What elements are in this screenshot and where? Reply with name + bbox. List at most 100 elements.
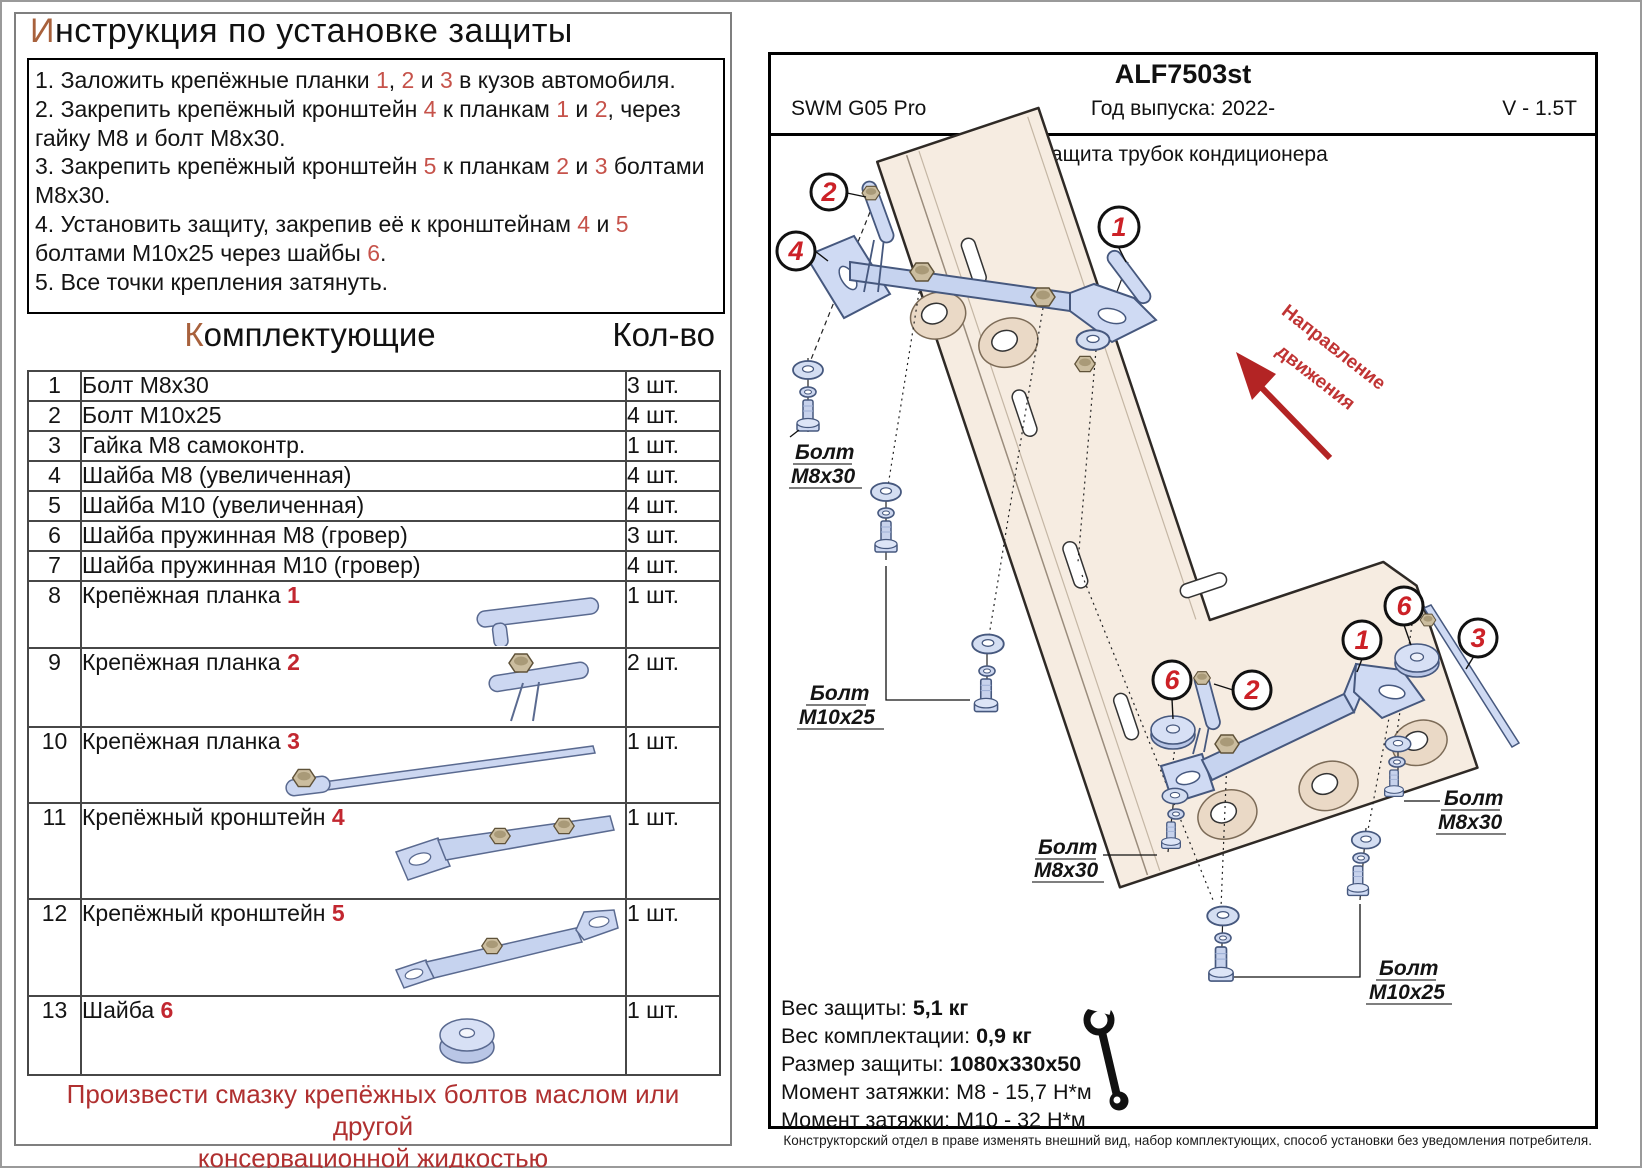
svg-text:2: 2	[820, 177, 836, 207]
svg-text:М10х25: М10х25	[799, 706, 875, 729]
callout-3: 3	[1457, 617, 1499, 659]
table-row: 8 Крепёжная планка 1 1 шт.	[27, 580, 721, 649]
part-num: 10	[27, 726, 82, 804]
part-num: 3	[27, 430, 82, 462]
car-model: SWM G05 Pro	[791, 97, 927, 120]
plank-1-top	[1106, 249, 1152, 305]
part-qty: 4 шт.	[625, 490, 721, 522]
part-name: Крепёжная планка 3	[80, 726, 627, 804]
svg-text:М8х30: М8х30	[1034, 859, 1099, 882]
table-row: 10 Крепёжная планка 3 1 шт.	[27, 726, 721, 804]
bolt-stack-m10-d	[1346, 830, 1382, 897]
footnote: Конструкторский отдел в праве изменять в…	[783, 1133, 1592, 1148]
part-num: 7	[27, 550, 82, 582]
spec-weight: Вес защиты:5,1 кг	[781, 996, 969, 1020]
part-num: 12	[27, 898, 82, 997]
part-name: Шайба пружинная М8 (гровер)	[80, 520, 627, 552]
spec-torque-m10: Момент затяжки:М10 - 32 Н*м	[781, 1108, 1086, 1132]
bolt-stack-m10-a	[870, 482, 902, 553]
part-num: 6	[27, 520, 82, 552]
washer-6-illustration	[439, 1018, 495, 1064]
table-row: 11 Крепёжный кронштейн 4 1 шт.	[27, 802, 721, 900]
part-name: Шайба М10 (увеличенная)	[80, 490, 627, 522]
part-num: 5	[27, 490, 82, 522]
bolt-stack-m10-c	[1206, 905, 1240, 982]
countersunk-hole	[1298, 760, 1359, 812]
bracket-5	[1159, 662, 1426, 805]
part-qty: 1 шт.	[625, 580, 721, 649]
plank-3-illustration	[285, 745, 596, 797]
instruction-line: гайку М8 и болт М8х30.	[35, 124, 286, 151]
instruction-line: 5. Все точки крепления затянуть.	[35, 268, 389, 295]
page-title: Инструкция по установке защиты	[30, 12, 573, 51]
part-name: Крепёжный кронштейн 4	[80, 802, 627, 900]
engine-variant: V - 1.5T	[1502, 97, 1577, 120]
plank-1-illustration	[476, 597, 600, 646]
instruction-line: 2. Закрепить крепёжный кронштейн 4 к пла…	[35, 95, 681, 122]
part-num: 4	[27, 460, 82, 492]
label-leaders	[789, 429, 1440, 978]
specs-block: Вес защиты:5,1 кг Вес комплектации:0,9 к…	[781, 994, 1092, 1134]
part-qty: 1 шт.	[625, 726, 721, 804]
part-name: Крепёжная планка 1	[80, 580, 627, 649]
instruction-line: 1. Заложить крепёжные планки 1, 2 и 3 в …	[35, 67, 676, 93]
part-qty: 4 шт.	[625, 550, 721, 582]
instruction-line: 3. Закрепить крепёжный кронштейн 5 к пла…	[35, 153, 705, 180]
bracket-4-illustration	[394, 815, 615, 881]
part-qty: 1 шт.	[625, 995, 721, 1076]
bolt-label-m8x30-right: Болт М8х30	[1436, 787, 1506, 835]
part-name: Крепёжный кронштейн 5	[80, 898, 627, 997]
exploded-view-drawing: Болт М8х30 Болт М10х25 Болт М8х30 Болт М…	[775, 106, 1521, 1111]
part-qty: 1 шт.	[625, 898, 721, 997]
washer-6-right	[1394, 643, 1440, 678]
parts-header: Комплектующие	[80, 316, 540, 354]
lubrication-note-line1: Произвести смазку крепёжных болтов масло…	[66, 1079, 680, 1141]
left-section-frame	[14, 12, 732, 1146]
bolt-label-m10x25-left: Болт М10х25	[797, 682, 884, 730]
wrench-icon	[1083, 993, 1129, 1111]
svg-text:Болт: Болт	[1444, 787, 1503, 810]
table-row: 13 Шайба 6 1 шт.	[27, 995, 721, 1076]
bolt-stack-m8-left	[792, 360, 824, 432]
title-rest: нструкция по установке защиты	[54, 12, 573, 50]
direction-arrow: Направление движения	[1236, 301, 1389, 461]
svg-text:1: 1	[1111, 212, 1126, 242]
parts-header-first-letter: К	[184, 316, 204, 353]
instruction-box: 1. Заложить крепёжные планки 1, 2 и 3 в …	[27, 58, 725, 314]
plank-2-illustration	[488, 653, 589, 722]
callout-6-right: 6	[1383, 585, 1425, 627]
callout-2-top: 2	[809, 172, 849, 212]
diagram-panel: ALF7503st SWM G05 Pro Год выпуска: 2022-…	[768, 52, 1598, 1132]
table-row: 9 Крепёжная планка 2 2 шт.	[27, 647, 721, 728]
svg-text:6: 6	[1164, 665, 1180, 695]
svg-text:М10х25: М10х25	[1369, 981, 1445, 1004]
countersunk-hole	[978, 317, 1039, 369]
part-qty: 1 шт.	[625, 802, 721, 900]
part-num: 11	[27, 802, 82, 900]
svg-text:М8х30: М8х30	[791, 465, 856, 488]
part-num: 1	[27, 370, 82, 402]
instruction-line: болтами М10х25 через шайбы 6.	[35, 239, 387, 266]
plank-3-rod	[1419, 604, 1521, 749]
parts-header-rest: омплектующие	[203, 316, 436, 353]
instruction-line: М8х30.	[35, 182, 111, 209]
part-qty: 1 шт.	[625, 430, 721, 462]
callout-1-top: 1	[1097, 205, 1141, 249]
lubrication-note: Произвести смазку крепёжных болтов масло…	[27, 1078, 719, 1168]
svg-text:1: 1	[1354, 625, 1369, 655]
svg-text:6: 6	[1396, 591, 1412, 621]
part-qty: 3 шт.	[625, 370, 721, 402]
callout-2-bottom: 2	[1231, 669, 1273, 711]
svg-text:3: 3	[1470, 623, 1485, 653]
part-name: Крепёжная планка 2	[80, 647, 627, 728]
part-qty: 2 шт.	[625, 647, 721, 728]
bracket-5-illustration	[394, 909, 619, 989]
part-name: Болт М8х30	[80, 370, 627, 402]
spec-size: Размер защиты:1080х330х50	[781, 1052, 1082, 1076]
lubrication-note-line2: консервационной жидкостью	[197, 1143, 549, 1168]
